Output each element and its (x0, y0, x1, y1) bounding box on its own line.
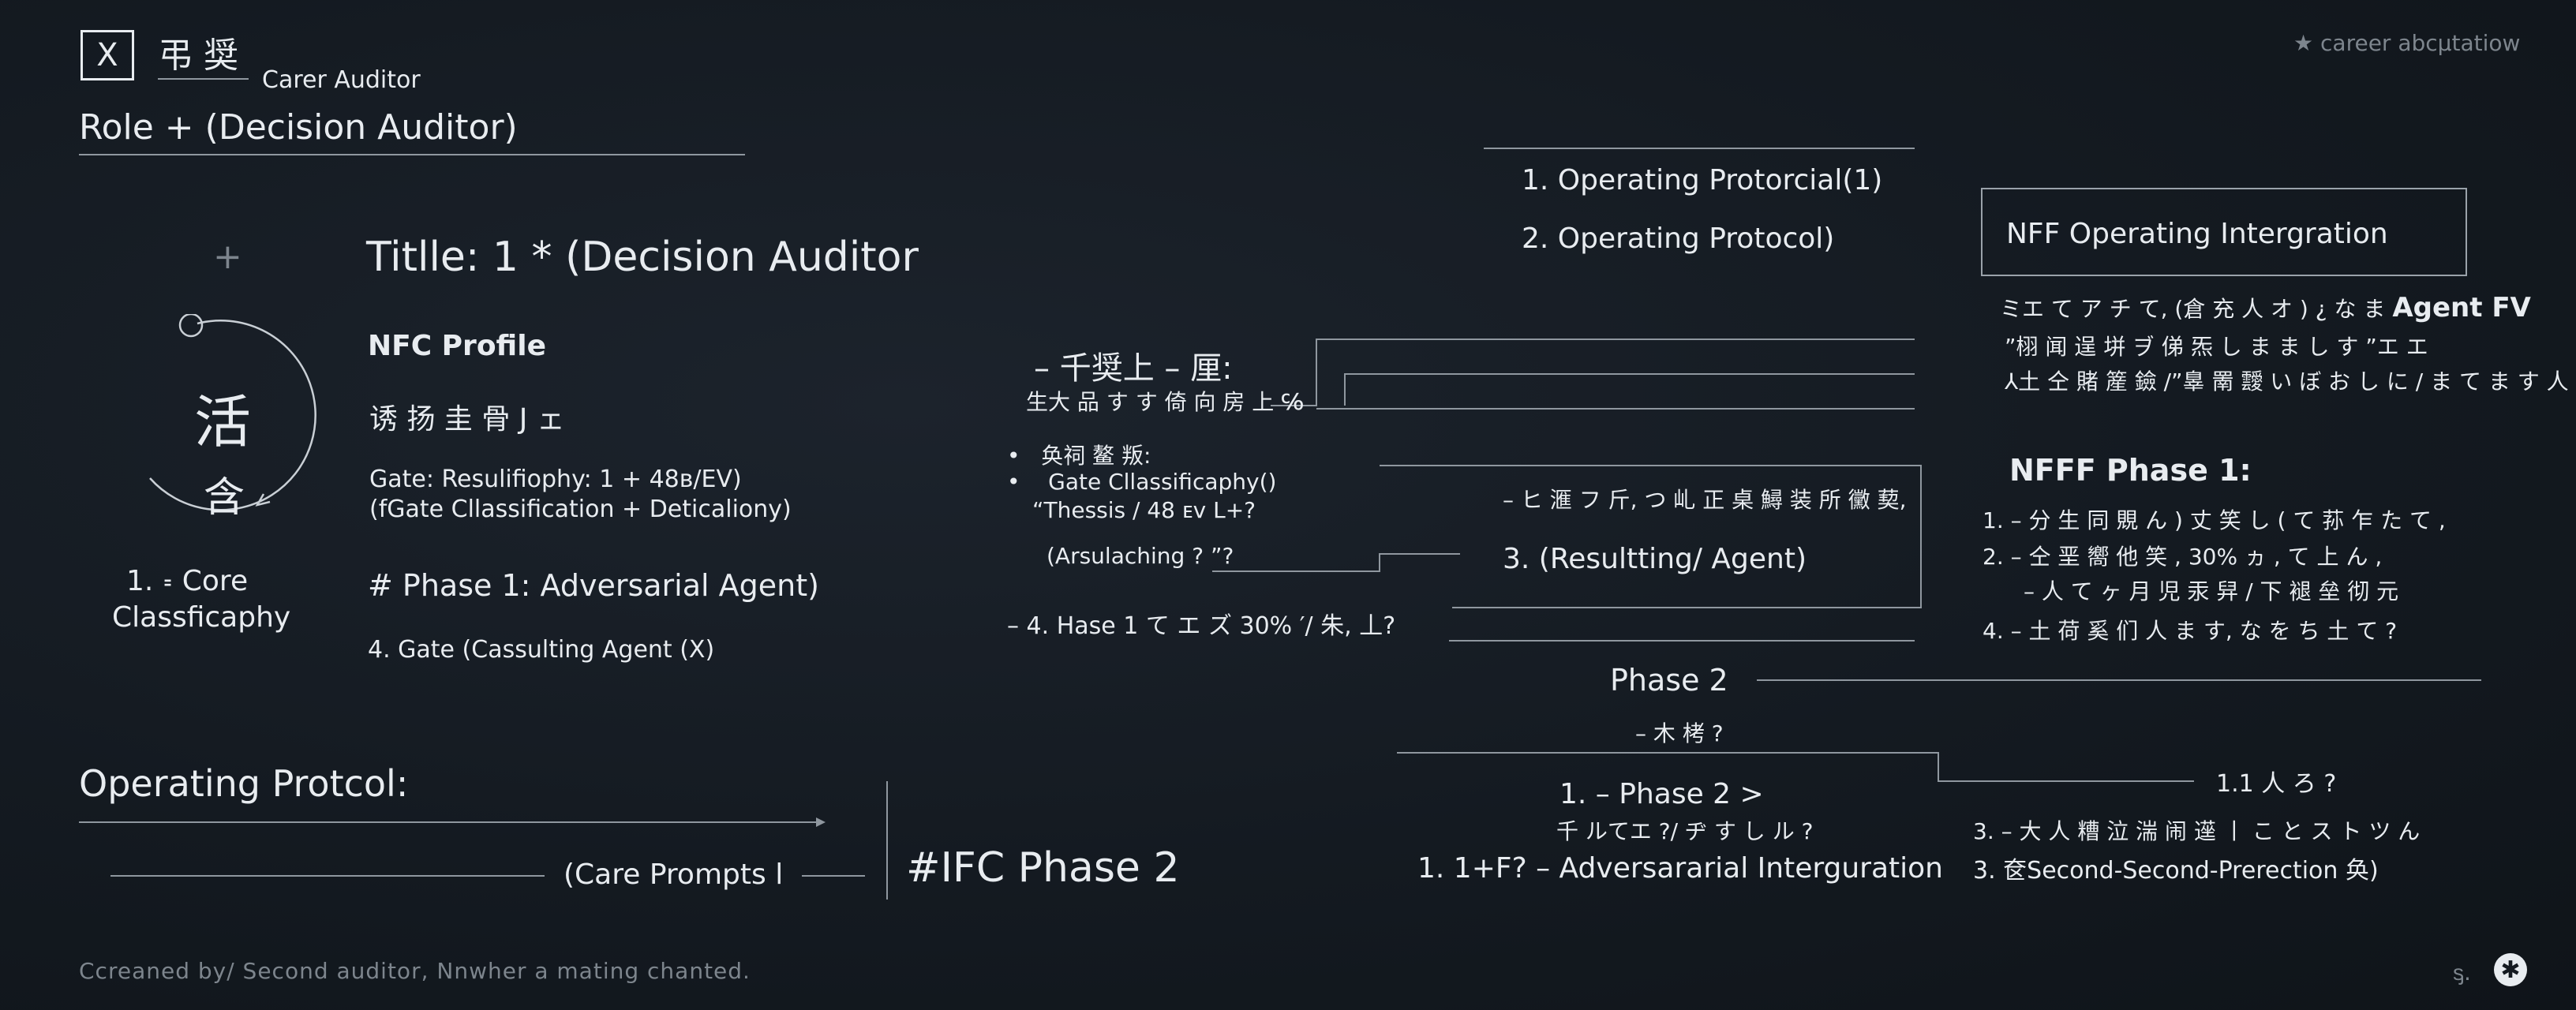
badge-icon[interactable]: ✱ (2494, 953, 2527, 986)
profile-circle-icon (149, 314, 316, 511)
operating-protocol-heading: Operating Protcol: (79, 762, 409, 805)
phase-2-heading: Phase 2 (1610, 663, 1728, 698)
core-line-1: 1. ꞊ Core (126, 565, 249, 597)
right-jp-line-2: ”栩 闻 逞 垪 ヺ 俤 炁 し ま ま し す ”エ エ (2005, 334, 2428, 360)
resulting-agent: 3. (Resultting/ Agent) (1503, 543, 1807, 575)
right-item-3a: 3. – 大 人 糟 泣 湍 闹 遳 丨 こ と ス ト ツ ん (1973, 818, 2421, 844)
phase-2-item-1-sub: 千 ルてエ ?/ ヂ す し ル ? (1556, 818, 1814, 844)
star-icon: ★ (2293, 30, 2314, 56)
right-item-1: 1. – 分 生 同 覞 ん ) 丈 笑 し ( て 荪 乍 た て , (1983, 507, 2446, 533)
hase-4-line: – 4. Hase 1 て エ ズ 30% ′/ 朱, 丄? (1007, 612, 1396, 640)
circle-char-bottom: 含 (204, 474, 245, 522)
operating-protocol-2: 2. Operating Protocol) (1522, 223, 1835, 255)
gate-4-line: 4. Gate (Cassulting Agent (X) (368, 636, 715, 664)
close-box[interactable]: X (80, 30, 134, 80)
bullet-item-1: • 奂祠 鳌 叛: (1007, 443, 1151, 469)
arsulaching-line: (Arsulaching ? ”? (1046, 543, 1234, 569)
close-icon: X (96, 37, 118, 73)
jp-dash-line: – ヒ 滙 フ 斤, つ 乢 正 桌 鱘 装 所 黴 葜, (1503, 487, 1907, 513)
plus-icon: + (213, 237, 242, 277)
footer-mark: ᶊ. (2453, 960, 2471, 986)
top-right-tag[interactable]: ★ career abcµtatiow (2293, 30, 2521, 56)
profile-title: Titlle: 1 * (Decision Auditor (366, 234, 919, 281)
nfff-phase-heading: NFFF Phase 1: (2009, 453, 2252, 488)
operating-protocol-1: 1. Operating Protorcial(1) (1522, 164, 1883, 196)
ifc-phase-2-heading: #IFC Phase 2 (906, 844, 1180, 892)
nff-operating-box (1981, 188, 2467, 276)
bullet-item-2: • Gate Cllassificaphy() (1007, 469, 1277, 495)
nff-box-title: NFF Operating Intergration (2006, 218, 2388, 250)
dash-heading: – 千奨上 – 厘: (1034, 350, 1233, 387)
right-jp-line-3: ⅄土 仝 賭 簅 鐱 /”辠 罱 靉 い ぼ お し に / ま て ま す 人 (2005, 368, 2569, 395)
logo-text: 弔 奨 (158, 36, 238, 76)
header-subtitle: Carer Auditor (262, 66, 421, 94)
side-label: 1.1 人 ろ ? (2216, 770, 2337, 798)
profile-jp-line: 诱 扬 圭 骨 J ェ (369, 403, 565, 436)
dash-subline: 生大 品 す す 倚 向 房 上 ℅ (1026, 389, 1304, 415)
adversarial-line: 1. 1+F? – Adversararial Interguration (1417, 852, 1943, 885)
phase1-heading: # Phase 1: Adversarial Agent) (368, 568, 819, 603)
gate-line-1: Gate: Resulifiophy: 1 + 48в/EV) (369, 466, 742, 493)
core-line-2: Classficaphy (112, 601, 291, 634)
right-item-4: 4. – 土 荷 奚 们 人 ま す, な を ち 土 て ? (1983, 618, 2398, 644)
right-jp-line-1: ミエ て ア チ て, (倉 充 人 オ ) ¿ な ま Agent FV (2000, 292, 2531, 324)
right-item-3b: 3. 奁Second-Second-Prerection 奂) (1973, 857, 2379, 885)
right-item-2: 2. – 仝 垩 嚮 他 笑 , 30% ヵ , て 上 ん , (1983, 544, 2383, 570)
nfc-profile-heading: NFC Profile (368, 330, 546, 362)
thesis-line: “Thessis / 48 ᴇᴠ L+? (1032, 497, 1256, 523)
right-item-2b: – 人 て ヶ 月 児 汞 舁 / 下 褪 垒 彻 元 (2024, 578, 2399, 604)
footer-credit: Ccreaned by/ Second auditor, Nnwher a ma… (79, 958, 751, 984)
phase-2-sub: – 木 栲 ? (1635, 720, 1724, 746)
role-line: Role + (Decision Auditor) (79, 107, 518, 148)
care-prompts-label: (Care Prompts ⅼ (564, 858, 784, 891)
phase-2-item-1: 1. – Phase 2 > (1559, 778, 1764, 810)
gate-line-2: (fGate Cllassification + Deticaliony) (369, 496, 792, 523)
circle-char-top: 活 (194, 389, 252, 455)
